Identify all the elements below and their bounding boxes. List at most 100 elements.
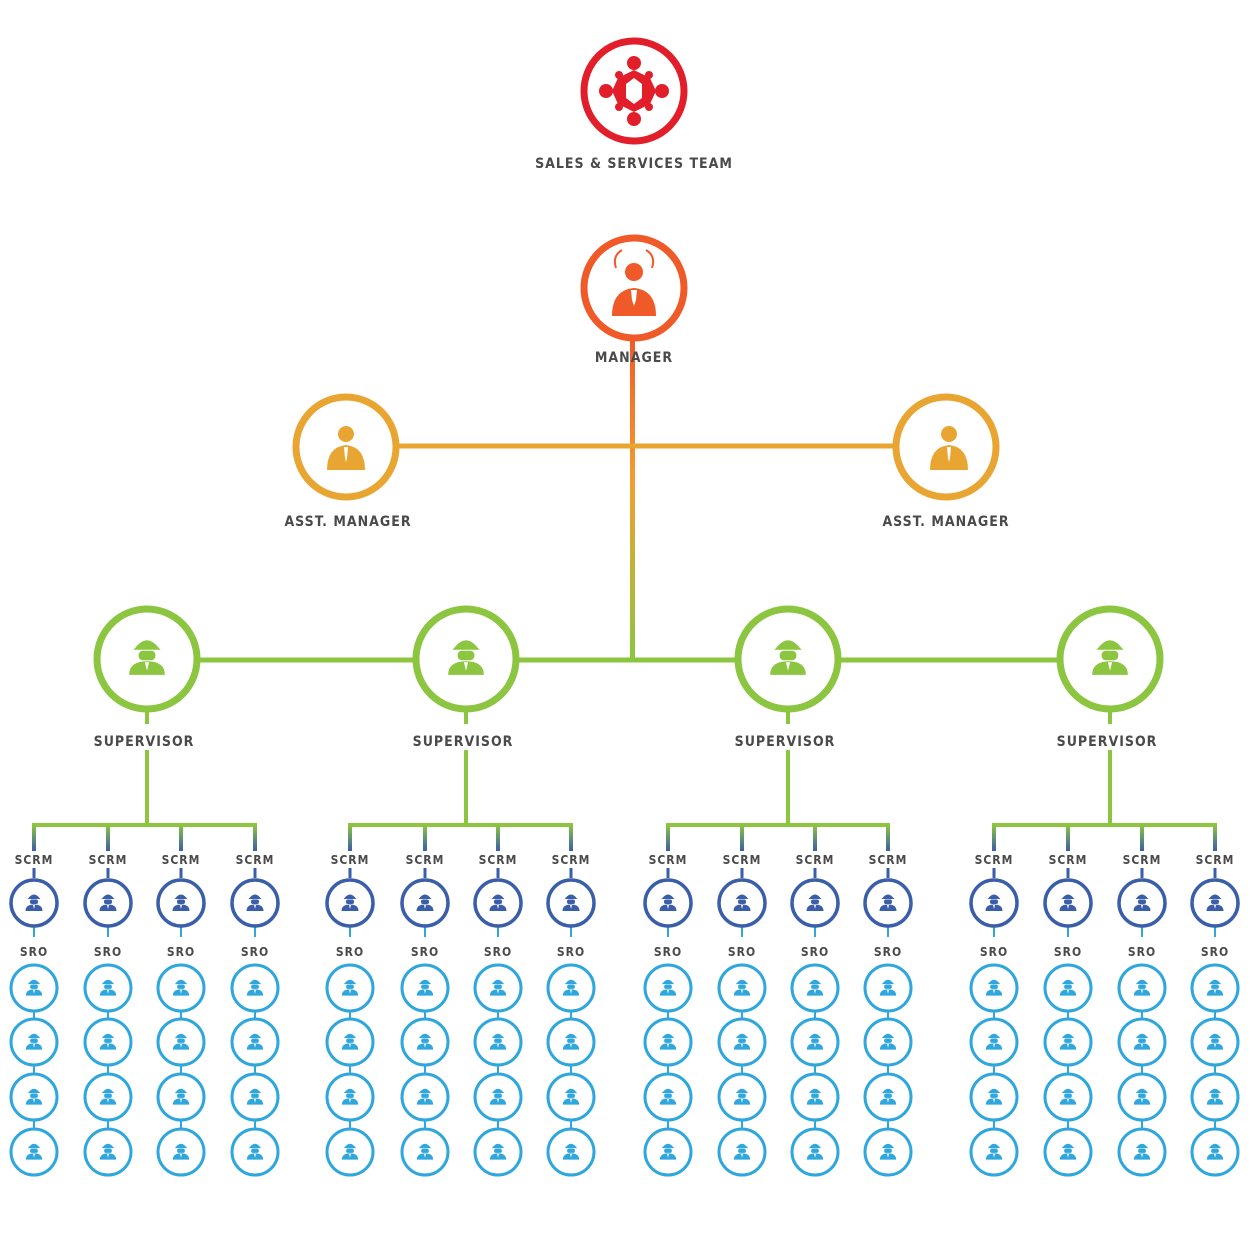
sro-hardhat-icon [416,1033,434,1050]
connector-scrm-drop [496,825,500,851]
team-label: SALES & SERVICES TEAM [535,156,733,172]
supervisor-hardhat-icon [1092,640,1128,675]
sro-node [1043,1072,1093,1122]
sro-node [1117,963,1167,1013]
sro-node [230,1072,280,1122]
sro-hardhat-icon [562,979,580,996]
sro-node [1190,1017,1240,1067]
scrm-hardhat-icon [25,894,43,911]
scrm-hardhat-icon [879,894,897,911]
sro-label: SRO [1128,945,1156,959]
scrm-hardhat-icon [1133,894,1151,911]
sro-hardhat-icon [489,1033,507,1050]
sro-node [969,963,1019,1013]
scrm-hardhat-icon [1206,894,1224,911]
scrm-node [400,878,450,928]
sro-node [325,963,375,1013]
sro-node [1117,1127,1167,1177]
sro-hardhat-icon [25,1088,43,1105]
sro-hardhat-icon [246,1088,264,1105]
sro-node [400,1072,450,1122]
sro-node [643,1072,693,1122]
sro-node [230,1017,280,1067]
sro-node [546,1127,596,1177]
sro-node [790,1072,840,1122]
sro-node [1043,1127,1093,1177]
sro-node [546,1017,596,1067]
sro-hardhat-icon [341,1143,359,1160]
connector-lines [32,139,1217,1129]
supervisor-label: SUPERVISOR [413,734,514,750]
asst-manager-node-right: ASST. MANAGER [882,393,1009,530]
scrm-hardhat-icon [172,894,190,911]
sro-node [400,1127,450,1177]
connector-scrm-drop [740,825,744,851]
sro-hardhat-icon [99,979,117,996]
scrm-node [9,878,59,928]
sro-node [400,1017,450,1067]
sro-hardhat-icon [879,979,897,996]
sro-node [83,1072,133,1122]
asst-manager-label-right: ASST. MANAGER [882,514,1009,530]
sro-label: SRO [336,945,364,959]
sro-label: SRO [20,945,48,959]
scrm-node [643,878,693,928]
sro-node [969,1017,1019,1067]
sro-hardhat-icon [416,1088,434,1105]
sro-hardhat-icon [562,1143,580,1160]
sro-node [1190,1127,1240,1177]
sro-node [863,1127,913,1177]
scrm-label: SCRM [406,853,445,867]
sro-label: SRO [484,945,512,959]
sro-hardhat-icon [659,1033,677,1050]
connector-scrm-drop [106,825,110,851]
sro-node [9,963,59,1013]
scrm-label: SCRM [1049,853,1088,867]
sro-hardhat-icon [1133,979,1151,996]
sro-label: SRO [94,945,122,959]
sro-hardhat-icon [1133,1033,1151,1050]
supervisor-branch-2 [412,605,520,713]
scrm-hardhat-icon [1059,894,1077,911]
sro-hardhat-icon [172,1088,190,1105]
sro-hardhat-icon [172,1143,190,1160]
scrm-label: SCRM [15,853,54,867]
sro-node [400,963,450,1013]
sro-node [643,963,693,1013]
sro-label: SRO [557,945,585,959]
sro-node [1043,1017,1093,1067]
supervisor-label: SUPERVISOR [735,734,836,750]
sro-node [156,1072,206,1122]
sro-node [473,1127,523,1177]
supervisor-label: SUPERVISOR [1057,734,1158,750]
sro-hardhat-icon [562,1088,580,1105]
sro-hardhat-icon [806,979,824,996]
sro-hardhat-icon [246,1143,264,1160]
scrm-label: SCRM [1123,853,1162,867]
manager-label: MANAGER [595,350,673,366]
sro-node [473,1017,523,1067]
sro-node [969,1127,1019,1177]
sro-node [156,963,206,1013]
sro-label: SRO [728,945,756,959]
sro-label: SRO [654,945,682,959]
sro-node [9,1127,59,1177]
sro-hardhat-icon [341,979,359,996]
sro-node [1190,1072,1240,1122]
scrm-label: SCRM [89,853,128,867]
sro-node [83,1017,133,1067]
sro-node [717,1127,767,1177]
sro-hardhat-icon [806,1143,824,1160]
sro-node [9,1072,59,1122]
scrm-hardhat-icon [99,894,117,911]
scrm-hardhat-icon [562,894,580,911]
sro-hardhat-icon [985,1088,1003,1105]
team-circle-icon [599,56,669,126]
scrm-hardhat-icon [806,894,824,911]
sro-node [473,1072,523,1122]
connector-scrm-drop [886,825,890,851]
sro-hardhat-icon [1133,1088,1151,1105]
sro-hardhat-icon [99,1143,117,1160]
scrm-label: SCRM [331,853,370,867]
